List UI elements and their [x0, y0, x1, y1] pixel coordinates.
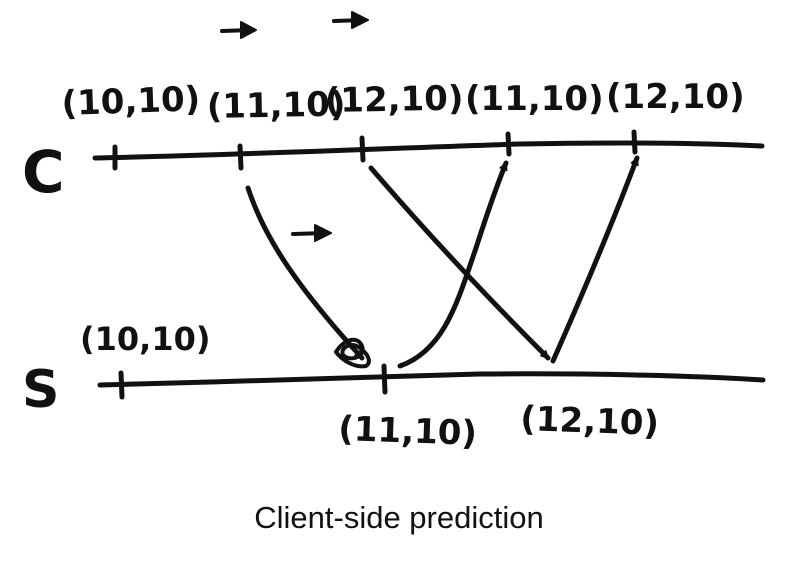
- input-message-2-arrow: [368, 165, 551, 361]
- server-lane-label: S: [22, 360, 59, 420]
- diagram-caption: Client-side prediction: [254, 500, 544, 535]
- client-tick-confirmed-1: [505, 131, 512, 157]
- state-update-2-arrow: [550, 155, 640, 364]
- server-timeline: [97, 371, 766, 388]
- server-state-initial: (10,10): [80, 320, 210, 358]
- client-state-initial: (10,10): [61, 79, 201, 124]
- client-lane-label: C: [22, 138, 65, 206]
- server-tick-initial: [118, 370, 125, 400]
- client-state-confirmed-2: (12,10): [606, 77, 745, 117]
- state-update-1-arrow: [397, 160, 509, 369]
- arrival-scribble: [334, 337, 371, 369]
- input-message-1-arrow: [245, 185, 365, 361]
- server-state-processed-2: (12,10): [520, 399, 660, 444]
- server-tick-processed-1: [381, 363, 388, 395]
- client-tick-predicted-2: [359, 135, 366, 163]
- client-tick-confirmed-2: [631, 129, 638, 155]
- client-timeline: [92, 140, 765, 161]
- client-state-predicted-1: (11,10): [206, 85, 345, 127]
- client-state-confirmed-1: (11,10): [465, 79, 604, 119]
- right-arrow-icon: [220, 21, 257, 39]
- right-arrow-icon: [332, 11, 369, 29]
- client-state-predicted-2: (12,10): [324, 79, 463, 121]
- server-state-processed-1: (11,10): [338, 409, 478, 454]
- client-tick-predicted-1: [237, 143, 244, 171]
- right-arrow-icon: [291, 224, 332, 242]
